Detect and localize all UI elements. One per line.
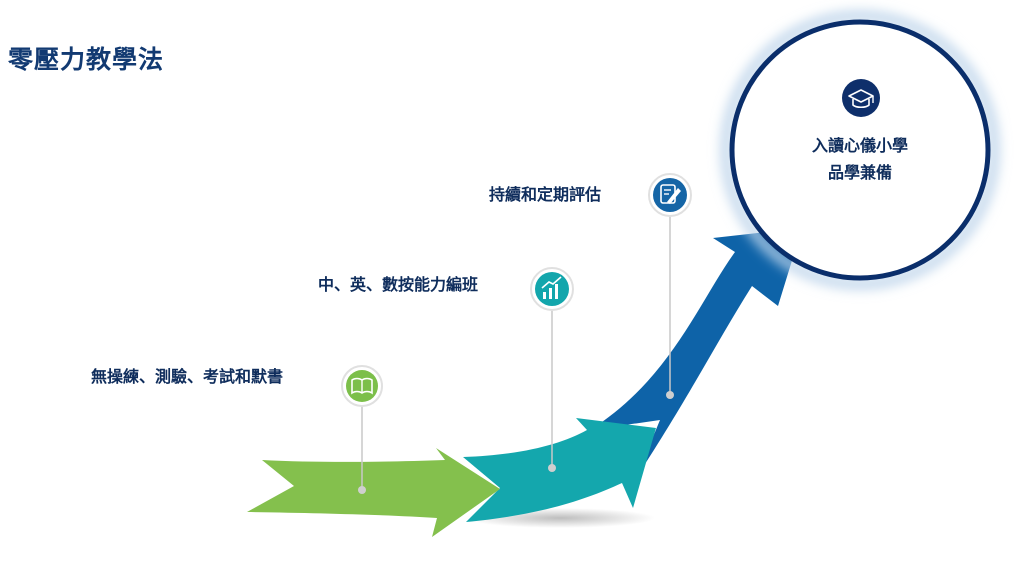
arrow-segment-3: [590, 228, 802, 478]
connector-dot-3: [666, 391, 674, 399]
goal-circle: [729, 19, 991, 281]
bar-chart-icon: [530, 267, 574, 311]
goal-circle-glow: [721, 11, 999, 289]
page-title: 零壓力教學法: [8, 45, 165, 74]
step-label-2: 中、英、數按能力編班: [318, 275, 479, 294]
connector-dot-2: [548, 464, 556, 472]
step-label-3: 持續和定期評估: [489, 185, 602, 204]
clipboard-pen-icon: [648, 173, 692, 217]
step-label-1: 無操練、測驗、考試和默書: [91, 367, 284, 386]
goal-line-1: 入讀心儀小學: [811, 136, 908, 155]
connector-dot-1: [358, 486, 366, 494]
arrow-segment-2: [463, 418, 656, 522]
graduation-cap-icon: [842, 79, 880, 117]
goal-line-2: 品學兼備: [827, 163, 892, 182]
arrow-segment-1: [247, 448, 500, 537]
book-icon: [341, 365, 383, 407]
